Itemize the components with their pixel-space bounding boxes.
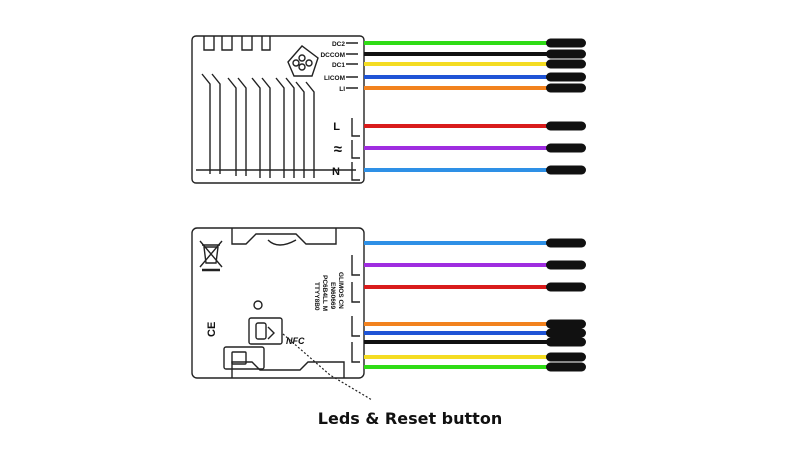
top-module: [191, 35, 365, 184]
terminal-label-li: LI: [339, 86, 345, 93]
bottom-wire-tip-purple: [546, 260, 586, 270]
terminal-label-motor: ≈: [334, 141, 342, 158]
bottom-wires: [364, 238, 586, 372]
terminal-label-licom: LICOM: [324, 75, 345, 82]
top-wire-tip-orange: [546, 83, 586, 93]
annotation: Leds & Reset button: [282, 333, 502, 428]
top-wire-tip-black: [546, 49, 586, 59]
terminal-label-l: L: [333, 121, 340, 133]
bottom-wire-tip-yellow: [546, 352, 586, 362]
bottom-module: [191, 227, 365, 379]
bottom-wire-tip-green: [546, 362, 586, 372]
product-label-line-3: PC6B4LL M: [321, 275, 328, 311]
bottom-wire-tip-red: [546, 282, 586, 292]
top-wire-tip-red: [546, 121, 586, 131]
annotation-leader-line: [282, 333, 373, 401]
terminal-label-dccom: DCCOM: [320, 52, 345, 59]
bottom-module-text: CE NFC GLIMOS CN EN60669 PC6B4LL M TTYY8…: [206, 272, 344, 346]
bottom-wire-tip-orange: [546, 319, 586, 329]
ce-mark: CE: [206, 322, 218, 337]
product-label-line-4: TTYY8B0: [313, 282, 320, 311]
terminal-label-dc2: DC2: [332, 41, 345, 48]
terminal-label-n: N: [332, 166, 340, 178]
bottom-wire-tip-black: [546, 337, 586, 347]
weee-bin-icon: [199, 240, 223, 272]
bottom-wire-tip-lightblue: [546, 238, 586, 248]
product-label-line-1: GLIMOS CN: [337, 272, 344, 309]
top-wire-tip-green: [546, 38, 586, 48]
top-wire-tip-purple: [546, 143, 586, 153]
terminal-label-dc1: DC1: [332, 62, 345, 69]
bottom-wire-tip-blue: [546, 328, 586, 338]
top-terminal-labels: DC2 DCCOM DC1 LICOM LI L ≈ N: [320, 41, 345, 178]
nfc-label: NFC: [286, 336, 305, 346]
led-reset-window: [248, 317, 283, 345]
top-wire-tip-yellow: [546, 59, 586, 69]
product-label-line-2: EN60669: [329, 282, 336, 309]
top-wire-tip-blue: [546, 72, 586, 82]
top-wire-tip-lightblue: [546, 165, 586, 175]
annotation-label: Leds & Reset button: [318, 409, 502, 428]
top-wires: [364, 38, 586, 175]
